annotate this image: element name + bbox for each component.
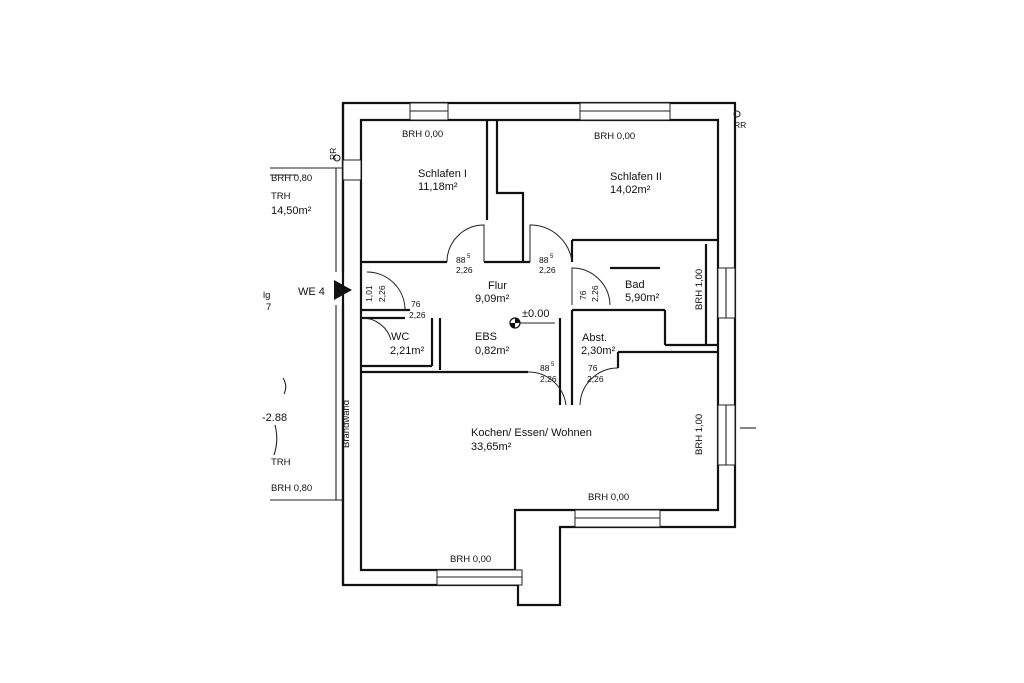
door-height: 2,26 bbox=[456, 265, 473, 275]
neighbor-brh-top: BRH 0,80 bbox=[271, 173, 312, 184]
riser-markers bbox=[333, 110, 741, 162]
door-width-sup: 5 bbox=[467, 254, 471, 260]
door-height: 2,26 bbox=[539, 265, 556, 275]
neighbor-unit: BRH 0,80 TRH 14,50m² lg 7 -2.88 TRH BRH … bbox=[262, 173, 756, 494]
interior-walls bbox=[270, 103, 718, 585]
room-area-schlafen-2: 14,02m² bbox=[610, 184, 651, 196]
room-name-wc: WC bbox=[391, 331, 409, 343]
room-area-wc: 2,21m² bbox=[390, 345, 425, 357]
door-label-wc: 76 2,26 bbox=[409, 299, 426, 320]
windows bbox=[342, 102, 736, 586]
neighbor-fragment-7: 7 bbox=[266, 302, 271, 313]
brandwand-label: Brandwand bbox=[341, 400, 352, 448]
neighbor-brh-bottom: BRH 0,80 bbox=[271, 483, 312, 494]
window-label-schlafen-2: BRH 0,00 bbox=[594, 131, 635, 142]
door-width: 76 bbox=[411, 299, 421, 309]
neighbor-fragment-lg: lg bbox=[263, 290, 270, 301]
window-label-kochen-side: BRH 1,00 bbox=[694, 414, 705, 455]
doors bbox=[360, 224, 619, 406]
window-label-bad: BRH 1,00 bbox=[694, 269, 705, 310]
riser-label-top-right: RR bbox=[734, 120, 746, 130]
door-width-sup: 5 bbox=[550, 254, 554, 260]
window-label-schlafen-1: BRH 0,00 bbox=[402, 129, 443, 140]
room-area-bad: 5,90m² bbox=[625, 292, 660, 304]
neighbor-trh-bottom: TRH bbox=[271, 457, 291, 468]
door-width: 88 bbox=[540, 363, 550, 373]
room-name-ebs: EBS bbox=[475, 331, 497, 343]
room-name-schlafen-1: Schlafen I bbox=[418, 168, 467, 180]
room-area-kochen: 33,65m² bbox=[471, 441, 512, 453]
plan-sheet bbox=[270, 52, 756, 626]
neighbor-trh: TRH bbox=[271, 191, 291, 202]
door-width: 76 bbox=[588, 363, 598, 373]
room-name-kochen: Kochen/ Essen/ Wohnen bbox=[471, 427, 592, 439]
room-name-schlafen-2: Schlafen II bbox=[610, 171, 662, 183]
entrance-arrow-icon bbox=[334, 280, 352, 300]
room-name-abst: Abst. bbox=[582, 332, 607, 344]
door-width: 1,01 bbox=[364, 285, 374, 302]
window-label-kochen-right: BRH 0,00 bbox=[588, 492, 629, 503]
room-name-flur: Flur bbox=[488, 280, 507, 292]
outer-walls bbox=[341, 101, 737, 607]
door-width: 76 bbox=[578, 290, 588, 300]
level-label: ±0.00 bbox=[522, 308, 549, 320]
door-width: 88 bbox=[539, 255, 549, 265]
door-label-entrance: 1,01 2,26 bbox=[364, 285, 387, 302]
door-height: 2,26 bbox=[377, 285, 387, 302]
room-area-ebs: 0,82m² bbox=[475, 345, 510, 357]
room-area-flur: 9,09m² bbox=[475, 293, 510, 305]
riser-label-left: RR bbox=[328, 148, 338, 160]
room-area-abst: 2,30m² bbox=[581, 345, 616, 357]
level-marker-icon bbox=[509, 317, 555, 329]
door-width: 88 bbox=[456, 255, 466, 265]
neighbor-area: 14,50m² bbox=[271, 205, 312, 217]
neighbor-level: -2.88 bbox=[262, 412, 287, 424]
door-label-kochen: 88 5 2,26 bbox=[540, 362, 557, 384]
door-label-schlafen-1: 88 5 2,26 bbox=[456, 254, 473, 275]
door-width-sup: 5 bbox=[551, 362, 555, 368]
door-height: 2,26 bbox=[540, 374, 557, 384]
door-label-bad: 76 2,26 bbox=[578, 285, 600, 302]
unit-label: WE 4 bbox=[298, 286, 325, 298]
door-height: 2,26 bbox=[590, 285, 600, 302]
window-label-kochen-bottom: BRH 0,00 bbox=[450, 554, 491, 565]
door-label-schlafen-2: 88 5 2,26 bbox=[539, 254, 556, 275]
door-height: 2,26 bbox=[587, 374, 604, 384]
door-label-abst: 76 2,26 bbox=[587, 363, 604, 384]
room-name-bad: Bad bbox=[625, 279, 645, 291]
door-height: 2,26 bbox=[409, 310, 426, 320]
room-area-schlafen-1: 11,18m² bbox=[418, 181, 458, 193]
